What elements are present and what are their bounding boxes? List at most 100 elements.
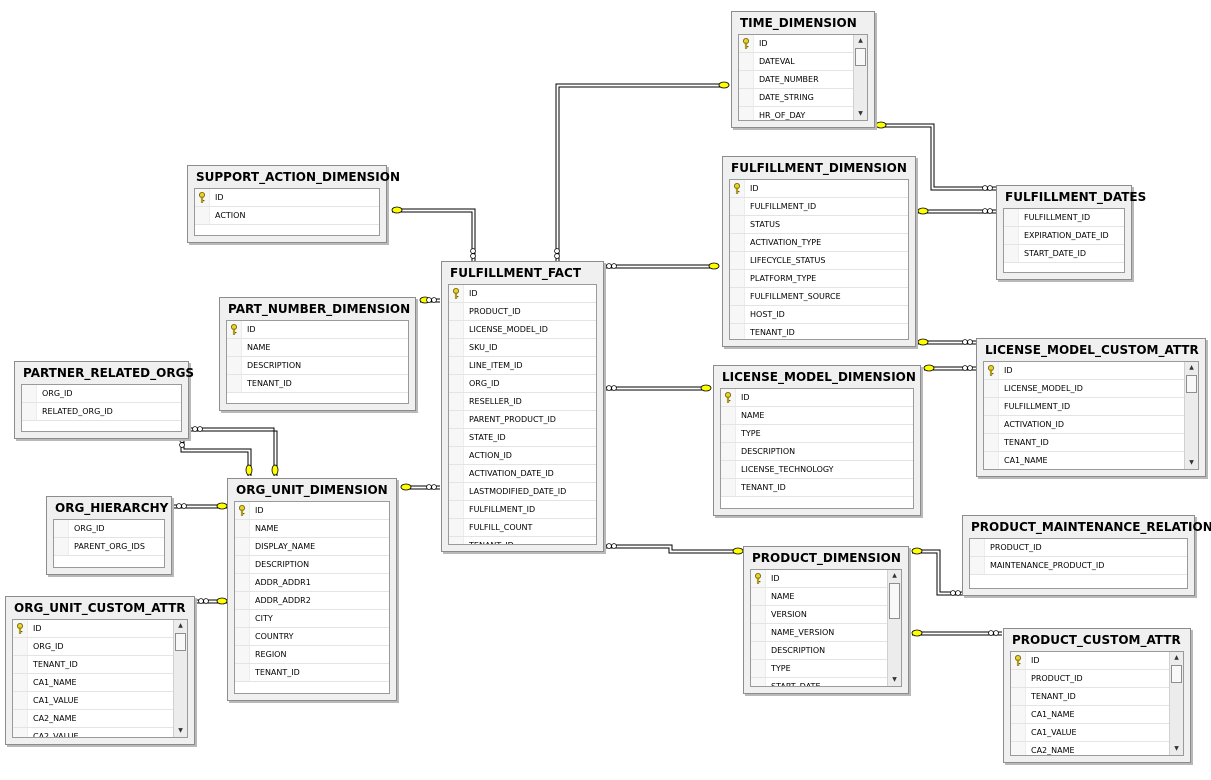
column-row[interactable]: ORG_ID	[22, 385, 181, 403]
column-row[interactable]: TYPE	[721, 425, 913, 443]
column-row[interactable]: STATUS	[730, 216, 908, 234]
column-row[interactable]: FULFILL_COUNT	[449, 519, 596, 537]
column-row[interactable]: ID	[739, 35, 867, 53]
column-row[interactable]: NAME_VERSION	[751, 624, 901, 642]
column-row[interactable]: STATE_ID	[449, 429, 596, 447]
column-row[interactable]: PARENT_PRODUCT_ID	[449, 411, 596, 429]
scroll-thumb[interactable]	[175, 633, 186, 651]
column-row[interactable]: ACTION_ID	[449, 447, 596, 465]
column-row[interactable]: TYPE	[751, 660, 901, 678]
column-row[interactable]: START_DATE_ID	[1004, 245, 1124, 263]
scroll-thumb[interactable]	[1186, 375, 1197, 393]
column-row[interactable]: PLATFORM_TYPE	[730, 270, 908, 288]
column-row[interactable]: ADDR_ADDR1	[235, 574, 389, 592]
column-row[interactable]: CA1_VALUE	[13, 692, 187, 710]
scroll-thumb[interactable]	[855, 48, 866, 66]
column-row[interactable]: LICENSE_MODEL_ID	[449, 321, 596, 339]
column-row[interactable]: ID	[227, 321, 408, 339]
column-row[interactable]: ID	[1011, 652, 1183, 670]
column-row[interactable]: RESELLER_ID	[449, 393, 596, 411]
column-row[interactable]: HOST_ID	[730, 306, 908, 324]
column-row[interactable]: PRODUCT_ID	[970, 539, 1187, 557]
scroll-up-arrow-icon[interactable]: ▲	[1189, 364, 1194, 371]
column-row[interactable]: DESCRIPTION	[235, 556, 389, 574]
column-row[interactable]: CA1_NAME	[1011, 706, 1183, 724]
vertical-scrollbar[interactable]: ▲▼	[1169, 652, 1183, 755]
column-row[interactable]: COUNTRY	[235, 628, 389, 646]
column-row[interactable]: ORG_ID	[13, 638, 187, 656]
column-row[interactable]: DATE_NUMBER	[739, 71, 867, 89]
column-row[interactable]: FULFILLMENT_ID	[730, 198, 908, 216]
column-row[interactable]: NAME	[227, 339, 408, 357]
column-row[interactable]: ID	[984, 362, 1198, 380]
column-row[interactable]: NAME	[751, 588, 901, 606]
column-row[interactable]: LINE_ITEM_ID	[449, 357, 596, 375]
scroll-down-arrow-icon[interactable]: ▼	[1189, 459, 1194, 466]
vertical-scrollbar[interactable]: ▲▼	[1184, 362, 1198, 469]
scroll-down-arrow-icon[interactable]: ▼	[178, 727, 183, 734]
column-row[interactable]: ID	[751, 570, 901, 588]
column-row[interactable]: ACTION	[195, 207, 379, 225]
column-row[interactable]: VERSION	[751, 606, 901, 624]
column-row[interactable]: ID	[235, 502, 389, 520]
column-row[interactable]: LASTMODIFIED_DATE_ID	[449, 483, 596, 501]
column-row[interactable]: FULFILLMENT_ID	[449, 501, 596, 519]
column-row[interactable]: ADDR_ADDR2	[235, 592, 389, 610]
column-row[interactable]: CA1_NAME	[984, 452, 1198, 469]
column-row[interactable]: NAME	[235, 520, 389, 538]
column-row[interactable]: MAINTENANCE_PRODUCT_ID	[970, 557, 1187, 575]
column-row[interactable]: CA2_NAME	[1011, 742, 1183, 755]
column-row[interactable]: FULFILLMENT_ID	[984, 398, 1198, 416]
column-row[interactable]: DESCRIPTION	[751, 642, 901, 660]
column-row[interactable]: HR_OF_DAY	[739, 107, 867, 120]
column-row[interactable]: FULFILLMENT_ID	[1004, 209, 1124, 227]
column-row[interactable]: LICENSE_TECHNOLOGY	[721, 461, 913, 479]
column-row[interactable]: TENANT_ID	[449, 537, 596, 544]
vertical-scrollbar[interactable]: ▲▼	[173, 620, 187, 737]
column-row[interactable]: ACTIVATION_DATE_ID	[449, 465, 596, 483]
column-row[interactable]: SKU_ID	[449, 339, 596, 357]
column-row[interactable]: ID	[195, 189, 379, 207]
column-row[interactable]: ID	[721, 389, 913, 407]
scroll-down-arrow-icon[interactable]: ▼	[892, 676, 897, 683]
column-row[interactable]: TENANT_ID	[1011, 688, 1183, 706]
column-row[interactable]: START_DATE	[751, 678, 901, 686]
column-row[interactable]: TENANT_ID	[984, 434, 1198, 452]
column-row[interactable]: LIFECYCLE_STATUS	[730, 252, 908, 270]
column-row[interactable]: CA2_NAME	[13, 710, 187, 728]
scroll-thumb[interactable]	[889, 583, 900, 619]
column-row[interactable]: PRODUCT_ID	[1011, 670, 1183, 688]
column-row[interactable]: PRODUCT_ID	[449, 303, 596, 321]
scroll-up-arrow-icon[interactable]: ▲	[178, 622, 183, 629]
column-row[interactable]: TENANT_ID	[13, 656, 187, 674]
column-row[interactable]: ACTIVATION_TYPE	[730, 234, 908, 252]
scroll-up-arrow-icon[interactable]: ▲	[1174, 654, 1179, 661]
scroll-thumb[interactable]	[1171, 665, 1182, 683]
column-row[interactable]: DATE_STRING	[739, 89, 867, 107]
vertical-scrollbar[interactable]: ▲▼	[887, 570, 901, 686]
column-row[interactable]: ORG_ID	[449, 375, 596, 393]
column-row[interactable]: ID	[730, 180, 908, 198]
column-row[interactable]: PARENT_ORG_IDS	[54, 538, 164, 556]
vertical-scrollbar[interactable]: ▲▼	[853, 35, 867, 120]
